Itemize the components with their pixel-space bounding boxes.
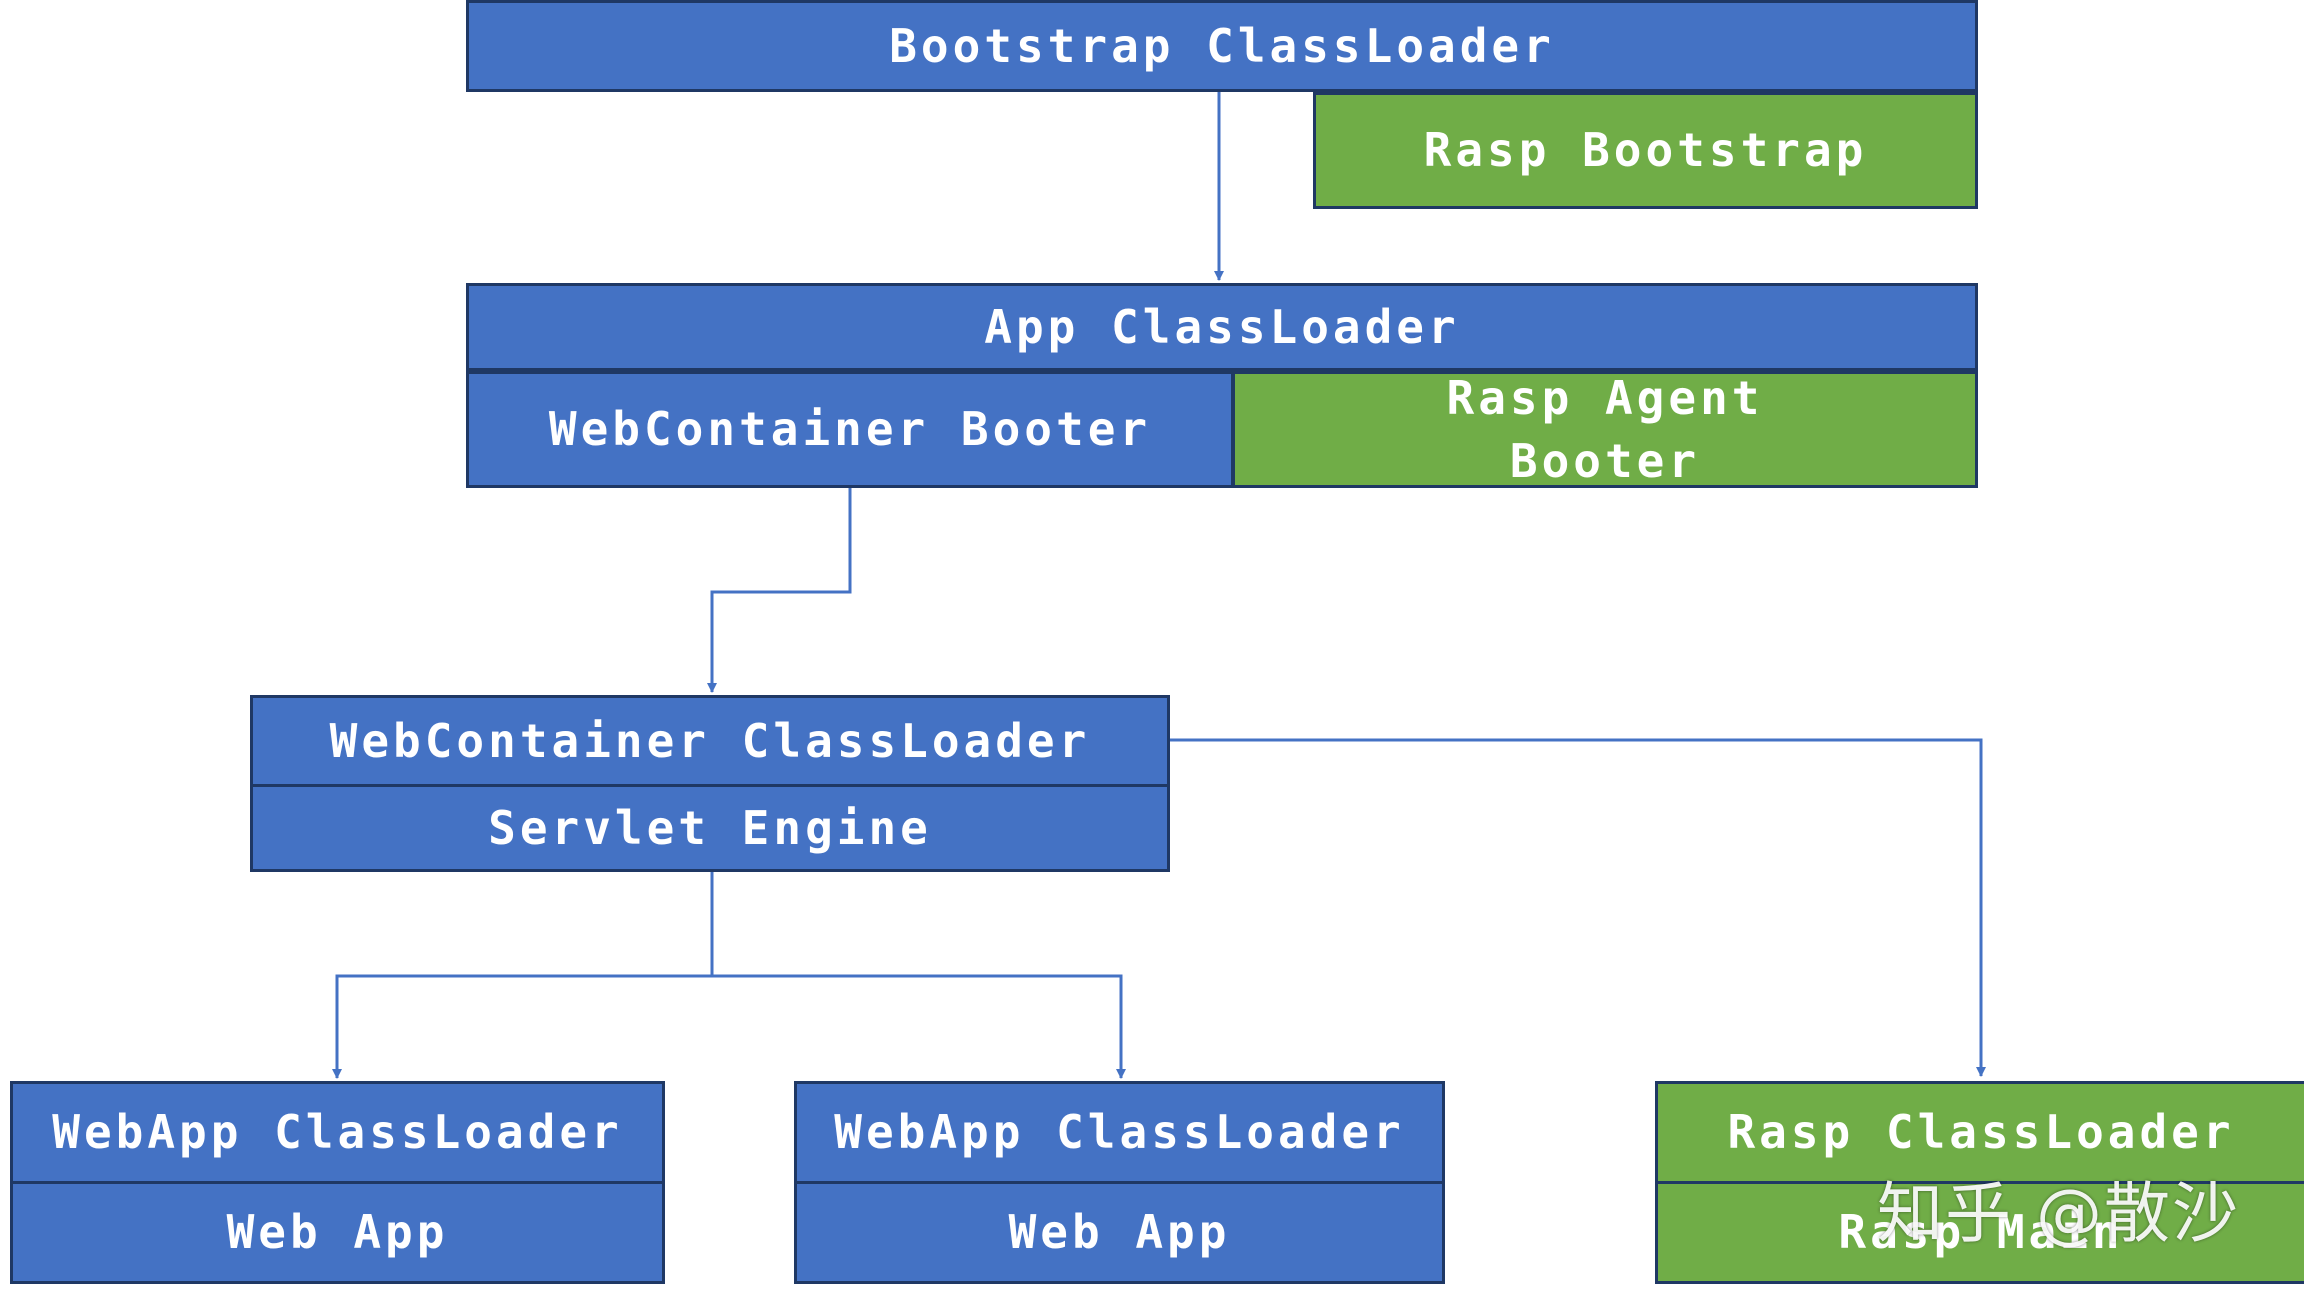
rasp-bootstrap-box: Rasp Bootstrap [1313, 92, 1978, 209]
app-classloader-box: App ClassLoader [466, 283, 1978, 371]
web-app-label-1: Web App [226, 1205, 449, 1260]
rasp-bootstrap-label: Rasp Bootstrap [1423, 123, 1868, 178]
webcontainer-booter-box: WebContainer Booter [466, 371, 1234, 488]
rasp-agent-booter-label: Rasp Agent Booter [1446, 371, 1764, 488]
rasp-main-box: Rasp Main [1655, 1181, 2304, 1284]
rasp-main-label: Rasp Main [1838, 1205, 2124, 1260]
servlet-engine-box: Servlet Engine [250, 784, 1170, 872]
web-app-label-2: Web App [1008, 1205, 1231, 1260]
zhihu-watermark: 知乎 @散沙 [1877, 1175, 2240, 1252]
arrow-webcontainer-to-rasp [1170, 738, 1986, 1077]
arrow-booter-to-webcontainer [707, 488, 852, 693]
webcontainer-classloader-box: WebContainer ClassLoader [250, 695, 1170, 787]
app-classloader-label: App ClassLoader [984, 299, 1460, 354]
rasp-classloader-label: Rasp ClassLoader [1727, 1105, 2235, 1160]
rasp-agent-booter-box: Rasp Agent Booter [1232, 371, 1978, 488]
web-app-box-1: Web App [10, 1181, 665, 1284]
bootstrap-classloader-box: Bootstrap ClassLoader [466, 0, 1978, 92]
arrow-servlet-to-webapp1 [332, 974, 712, 1079]
webcontainer-classloader-label: WebContainer ClassLoader [329, 713, 1091, 768]
webapp-classloader-box-2: WebApp ClassLoader [794, 1081, 1445, 1184]
web-app-box-2: Web App [794, 1181, 1445, 1284]
webapp-classloader-label-2: WebApp ClassLoader [834, 1105, 1405, 1160]
bootstrap-classloader-label: Bootstrap ClassLoader [889, 18, 1555, 73]
rasp-classloader-box: Rasp ClassLoader [1655, 1081, 2304, 1184]
webapp-classloader-label-1: WebApp ClassLoader [52, 1105, 623, 1160]
webcontainer-booter-label: WebContainer Booter [548, 402, 1152, 457]
arrow-servlet-to-webapp2 [712, 974, 1126, 1079]
servlet-engine-label: Servlet Engine [488, 800, 932, 855]
webapp-classloader-box-1: WebApp ClassLoader [10, 1081, 665, 1184]
